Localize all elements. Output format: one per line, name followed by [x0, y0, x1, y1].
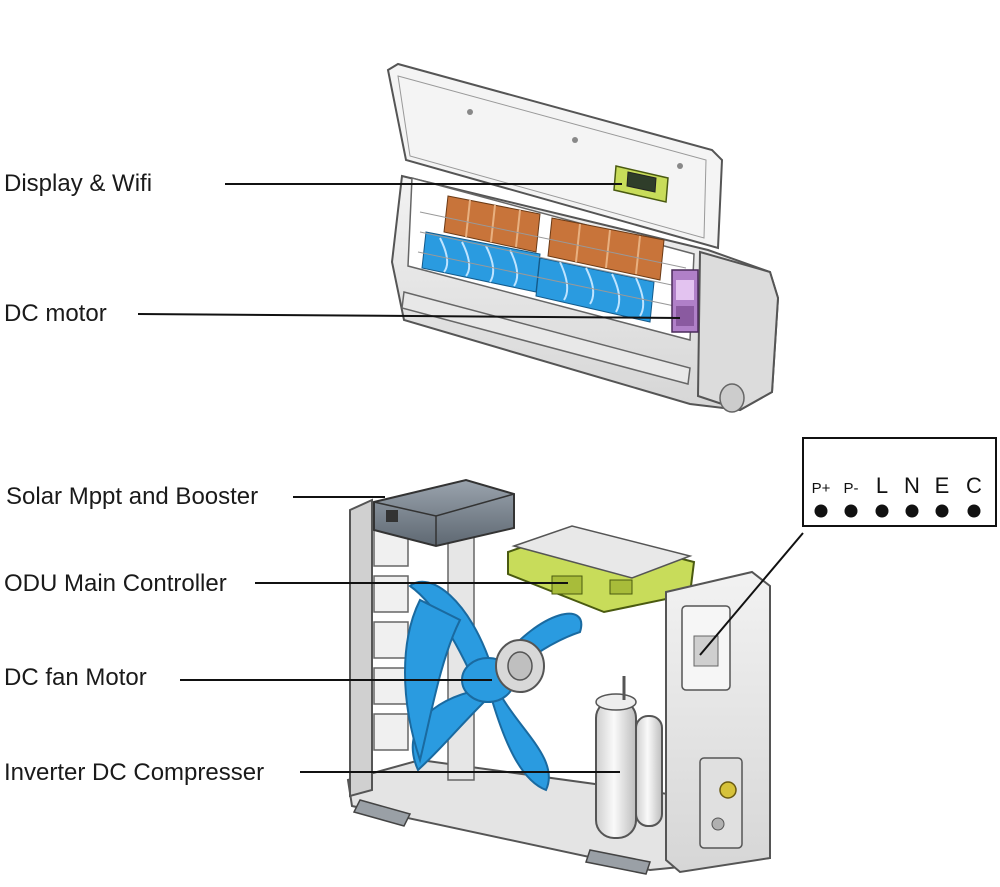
terminal-dot-p-minus	[844, 504, 858, 518]
solar-mppt-box	[373, 478, 515, 548]
outdoor-fan	[404, 580, 583, 792]
terminal-block	[802, 437, 997, 527]
indoor-unit	[386, 62, 780, 413]
terminal-label-p-minus: P-	[843, 480, 859, 497]
terminal-label-p-plus: P+	[811, 480, 831, 497]
label-solar-mppt: Solar Mppt and Booster	[6, 483, 259, 510]
indoor-dc-motor	[671, 269, 699, 333]
terminal-dot-p-plus	[814, 504, 828, 518]
leader-dc-motor	[137, 313, 681, 319]
terminal-dot-n	[905, 504, 919, 518]
label-dc-motor: DC motor	[4, 300, 107, 327]
terminal-label-c: C	[966, 473, 982, 498]
terminal-label-l: L	[875, 473, 889, 498]
indoor-blower	[421, 231, 655, 323]
outdoor-left-frame	[349, 498, 373, 798]
label-dc-fan-motor: DC fan Motor	[4, 664, 147, 691]
leader-lines	[137, 183, 804, 773]
display-wifi-board	[613, 165, 669, 203]
label-compressor: Inverter DC Compresser	[4, 759, 265, 786]
outdoor-right-panel	[665, 570, 771, 874]
inverter-compressor	[595, 676, 663, 839]
terminal-dot-e	[935, 504, 949, 518]
outdoor-dc-fan-motor	[495, 639, 545, 693]
terminal-label-n: N	[904, 473, 920, 498]
outdoor-unit	[346, 478, 771, 875]
terminal-dot-c	[967, 504, 981, 518]
label-odu-controller: ODU Main Controller	[4, 570, 227, 597]
terminal-dot-l	[875, 504, 889, 518]
label-display-wifi: Display & Wifi	[4, 170, 153, 197]
terminal-label-e: E	[934, 473, 950, 498]
indoor-coil	[443, 195, 665, 281]
leader-terminal-block	[699, 532, 804, 656]
